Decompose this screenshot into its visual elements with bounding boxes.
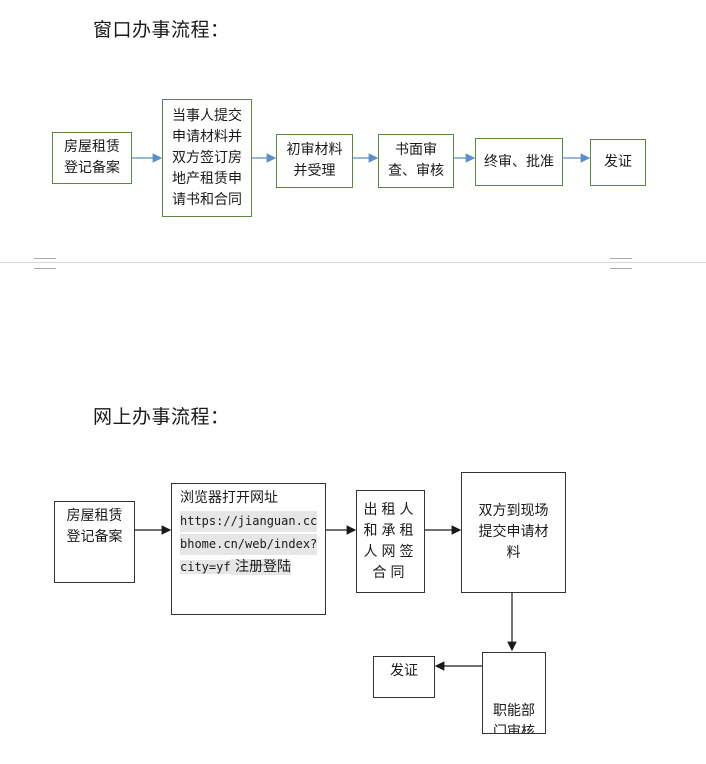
step2-title: 浏览器打开网址	[180, 490, 278, 506]
window-step-3: 初审材料并受理	[276, 134, 353, 188]
window-step-2: 当事人提交申请材料并双方签订房地产租赁申请书和合同	[162, 99, 252, 217]
online-step-1: 房屋租赁登记备案	[54, 501, 135, 583]
online-step-4: 双方到现场提交申请材料	[461, 472, 566, 593]
step2-url-line-1: https://jianguan.cc	[180, 511, 318, 532]
page-corner-marker-right	[610, 258, 632, 269]
step2-url-line-2: bhome.cn/web/index?	[180, 534, 318, 555]
online-flow-heading: 网上办事流程：	[93, 406, 230, 428]
online-step-5: 职能部门审核	[482, 652, 546, 734]
window-step-5: 终审、批准	[475, 138, 563, 186]
window-step-1: 房屋租赁登记备案	[52, 132, 132, 184]
step2-url-line-3: city=yf 注册登陆	[180, 559, 292, 575]
page-corner-marker-left	[34, 258, 56, 269]
window-flow-heading: 窗口办事流程：	[93, 19, 230, 41]
online-step-3: 出租人和承租人网签合同	[356, 490, 425, 593]
online-step-2: 浏览器打开网址 https://jianguan.cc bhome.cn/web…	[171, 483, 326, 615]
window-step-6: 发证	[590, 139, 646, 186]
online-step-6: 发证	[373, 656, 435, 698]
page-break-line	[0, 262, 706, 263]
window-step-4: 书面审查、审核	[378, 134, 454, 188]
